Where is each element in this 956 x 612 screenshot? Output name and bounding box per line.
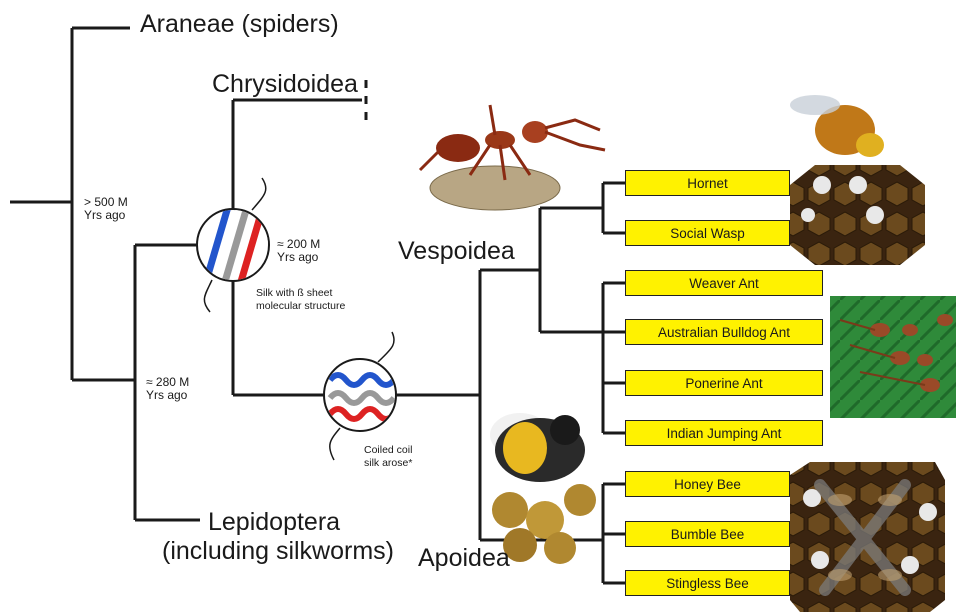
coiled-coil-icon bbox=[324, 332, 396, 460]
clade-chrysidoidea: Chrysidoidea bbox=[212, 70, 358, 99]
clade-lepidoptera-subtitle: (including silkworms) bbox=[162, 537, 394, 566]
beta-sheet-note-2: molecular structure bbox=[256, 300, 345, 313]
species-bumble-bee: Bumble Bee bbox=[625, 521, 790, 547]
clade-apoidea: Apoidea bbox=[418, 544, 510, 573]
clade-lepidoptera: Lepidoptera bbox=[208, 508, 340, 537]
species-honey-bee: Honey Bee bbox=[625, 471, 790, 497]
coiled-coil-note: Coiled coil bbox=[364, 444, 412, 457]
species-social-wasp: Social Wasp bbox=[625, 220, 790, 246]
honeycomb-illustration bbox=[790, 462, 945, 612]
species-australian-bulldog-ant: Australian Bulldog Ant bbox=[625, 319, 823, 345]
wasp-nest-illustration bbox=[790, 95, 925, 265]
clade-araneae: Araneae (spiders) bbox=[140, 10, 339, 39]
time-500-unit: Yrs ago bbox=[84, 209, 125, 222]
species-hornet: Hornet bbox=[625, 170, 790, 196]
time-280-unit: Yrs ago bbox=[146, 389, 187, 402]
species-weaver-ant: Weaver Ant bbox=[625, 270, 823, 296]
time-200-unit: Yrs ago bbox=[277, 251, 318, 264]
species-indian-jumping-ant: Indian Jumping Ant bbox=[625, 420, 823, 446]
ant-illustration bbox=[420, 105, 605, 210]
coiled-coil-note-2: silk arose* bbox=[364, 457, 412, 470]
weaver-ant-illustration bbox=[830, 296, 956, 418]
species-stingless-bee: Stingless Bee bbox=[625, 570, 790, 596]
species-ponerine-ant: Ponerine Ant bbox=[625, 370, 823, 396]
clade-vespoidea: Vespoidea bbox=[398, 237, 515, 266]
beta-sheet-note: Silk with ß sheet bbox=[256, 287, 332, 300]
